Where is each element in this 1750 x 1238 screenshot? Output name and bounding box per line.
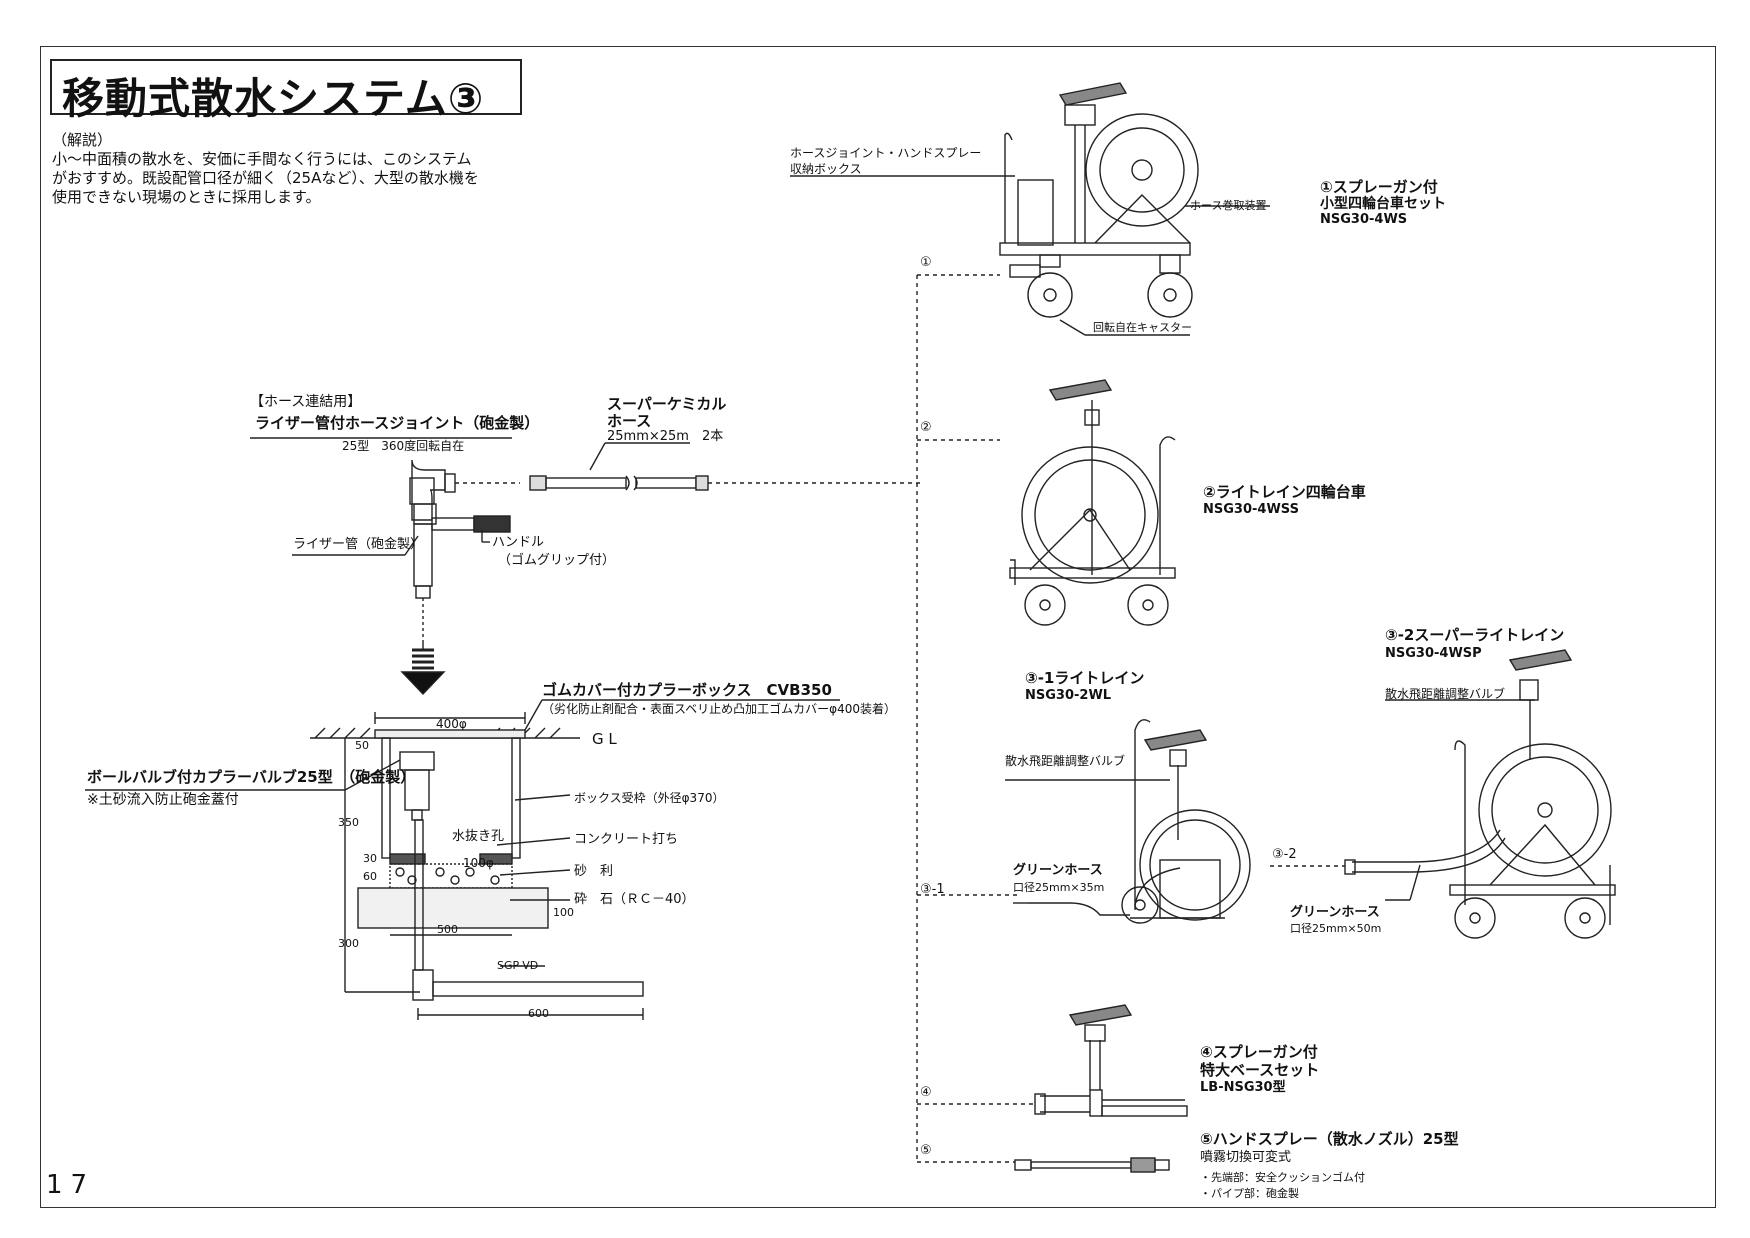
item4-name-2: 特大ベースセット <box>1200 1061 1320 1079</box>
intro-text: （解説） 小～中面積の散水を、安価に手間なく行うには、このシステム がおすすめ。… <box>52 131 479 207</box>
box-name: ゴムカバー付カプラーボックス CVB350 <box>542 681 832 699</box>
chemical-hose <box>529 442 920 491</box>
item3-1-valve: 散水飛距離調整バルブ <box>1005 754 1126 768</box>
valve-sub: ※土砂流入防止砲金蓋付 <box>87 792 239 808</box>
item3-1-hose-spec: 口径25mm×35m <box>1013 881 1105 894</box>
drain-dim: 100φ <box>463 856 494 870</box>
hose-name-1: スーパーケミカル <box>607 395 727 413</box>
coupler-box-section <box>85 699 840 1020</box>
box-sub: （劣化防止剤配合・表面スベリ止め凸加工ゴムカバーφ400装着） <box>542 702 896 716</box>
dim-300: 300 <box>338 937 359 950</box>
item3-2-model: NSG30-4WSP <box>1385 646 1482 661</box>
cart-2-drawing <box>1009 379 1176 626</box>
item-4-base-drawing <box>1034 1004 1188 1117</box>
item3-1-name: ③-1ライトレイン <box>1025 669 1145 687</box>
valve-name: ボールバルブ付カプラーバルブ25型 （砲金製） <box>87 768 416 786</box>
item5-name: ⑤ハンドスプレー（散水ノズル）25型 <box>1200 1130 1459 1148</box>
item3-2-valve: 散水飛距離調整バルブ <box>1385 687 1506 701</box>
dim-350: 350 <box>338 816 359 829</box>
item3-2-name: ③-2スーパーライトレイン <box>1385 626 1565 644</box>
dim-30: 30 <box>363 852 377 865</box>
intro-line: がおすすめ。既設配管口径が細く（25Aなど）、大型の散水機を <box>52 169 479 187</box>
item1-box-label-1: ホースジョイント・ハンドスプレー <box>790 146 982 160</box>
handle-sub: （ゴムグリップ付） <box>498 553 616 568</box>
item2-model: NSG30-4WSS <box>1203 502 1299 517</box>
box-frame-label: ボックス受枠（外径φ370） <box>574 791 725 805</box>
gl-label: G L <box>592 730 617 748</box>
concrete-label: コンクリート打ち <box>574 832 679 847</box>
item-5-hand-spray-drawing <box>1014 1157 1170 1173</box>
item4-name: ④スプレーガン付 <box>1200 1043 1318 1061</box>
cart-3-1-drawing <box>1005 719 1251 924</box>
drawing-frame <box>40 46 1716 1208</box>
dim-500: 500 <box>437 923 458 936</box>
item1-box-label-2: 収納ボックス <box>790 162 862 176</box>
item1-model: NSG30-4WS <box>1320 212 1408 227</box>
item3-1-hose: グリーンホース <box>1013 863 1103 878</box>
item1-name-2: 小型四輪台車セット <box>1320 196 1446 212</box>
dim-50: 50 <box>355 739 369 752</box>
marker-2: ② <box>920 420 932 435</box>
riser-bracket: 【ホース連結用】 <box>250 394 362 410</box>
page-number: 17 <box>46 1170 96 1200</box>
riser-sub: 25型 360度回転自在 <box>342 439 465 453</box>
item3-1-model: NSG30-2WL <box>1025 688 1112 703</box>
marker-4: ④ <box>920 1085 932 1100</box>
item3-2-hose-spec: 口径25mm×50m <box>1290 922 1382 935</box>
dim-100: 100 <box>553 906 574 919</box>
item1-caster-label: 回転自在キャスター <box>1093 321 1192 334</box>
pipe-label: SGP-VD <box>497 959 539 972</box>
intro-line: 小～中面積の散水を、安価に手間なく行うには、このシステム <box>52 150 472 168</box>
item5-bullet: ・パイプ部：砲金製 <box>1200 1187 1299 1200</box>
intro-line: 使用できない現場のときに採用します。 <box>52 188 321 206</box>
handle-label: ハンドル <box>492 535 545 550</box>
marker-5: ⑤ <box>920 1143 932 1158</box>
cart-3-2-drawing <box>1344 649 1616 939</box>
item2-name: ②ライトレイン四輪台車 <box>1203 483 1366 501</box>
dim-60: 60 <box>363 870 377 883</box>
title-box: 移動式散水システム③ <box>50 59 522 123</box>
cart-1-drawing <box>790 82 1270 336</box>
item5-bullets: ・先端部：安全クッションゴム付 ・パイプ部：砲金製 <box>1200 1170 1365 1202</box>
page-title: 移動式散水システム③ <box>62 74 485 123</box>
item4-model: LB-NSG30型 <box>1200 1080 1286 1095</box>
item5-sub: 噴霧切換可変式 <box>1200 1150 1292 1165</box>
gravel-label: 砂 利 <box>574 864 614 879</box>
dim-600: 600 <box>528 1007 549 1020</box>
item1-reel-label: ホース巻取装置 <box>1190 199 1267 212</box>
riser-pipe-label: ライザー管（砲金製） <box>293 537 424 552</box>
connection-lines <box>916 274 1345 1163</box>
marker-3-1: ③-1 <box>920 882 945 897</box>
hose-spec: 25mm×25m 2本 <box>607 429 724 444</box>
marker-3-2: ③-2 <box>1272 847 1297 862</box>
riser-name: ライザー管付ホースジョイント（砲金製） <box>255 414 540 432</box>
item5-bullet: ・先端部：安全クッションゴム付 <box>1200 1171 1365 1184</box>
drain-label: 水抜き孔 <box>452 829 505 844</box>
riser-hose-joint <box>250 437 520 696</box>
marker-1: ① <box>920 255 932 270</box>
dim-400: 400φ <box>436 717 467 731</box>
hose-name-2: ホース <box>607 412 652 430</box>
intro-heading: （解説） <box>52 131 113 149</box>
item1-name: ①スプレーガン付 <box>1320 178 1438 196</box>
crushed-stone-label: 砕 石（ＲＣ－40） <box>574 892 695 907</box>
item3-2-hose: グリーンホース <box>1290 905 1380 920</box>
